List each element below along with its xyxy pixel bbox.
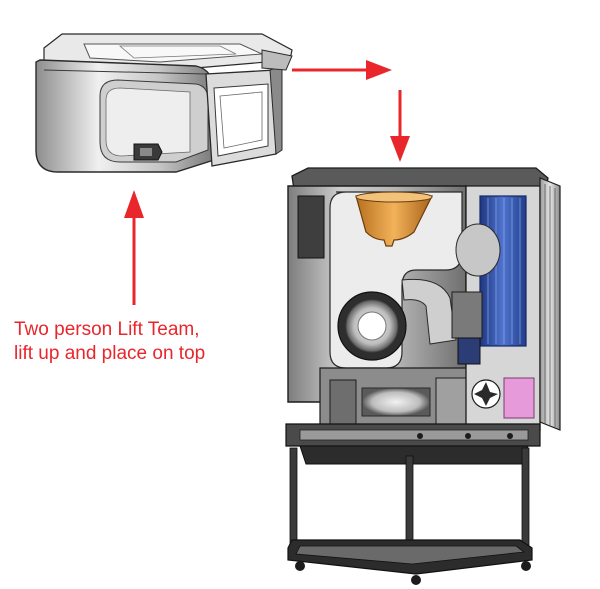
lift-instruction-line-1: Two person Lift Team,	[14, 319, 200, 340]
lift-instruction-line-2: lift up and place on top	[14, 343, 206, 364]
top-housing-part	[35, 33, 293, 173]
arrow-down-icon	[390, 90, 410, 162]
lift-instruction: Two person Lift Team, lift up and place …	[14, 318, 314, 366]
arrow-up-icon	[124, 190, 144, 305]
main-unit-cutaway	[285, 167, 561, 465]
funnel	[355, 195, 433, 247]
pink-panel	[503, 377, 535, 419]
stand-cart	[287, 447, 533, 585]
arrow-right-icon	[292, 60, 392, 80]
